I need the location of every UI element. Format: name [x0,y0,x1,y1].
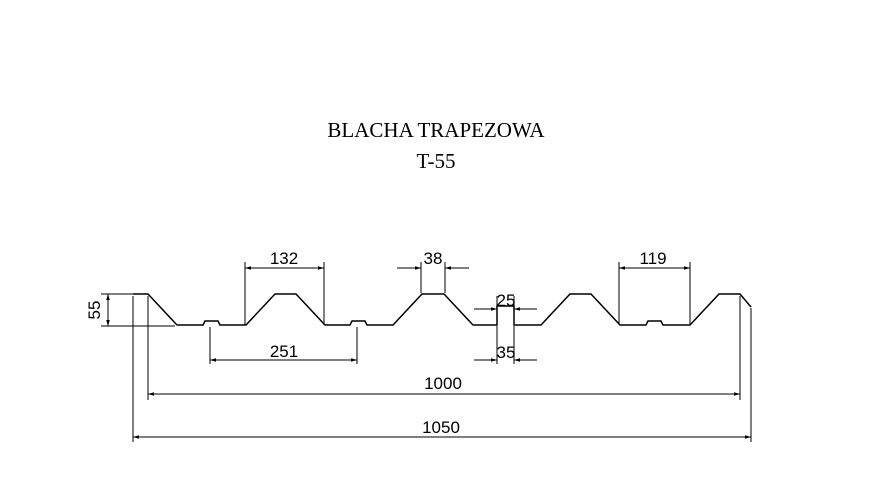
drawing-title: BLACHA TRAPEZOWA [327,118,545,142]
dim-text-35: 35 [497,343,516,362]
drawing-subtitle: T-55 [416,149,456,173]
dim-text-251: 251 [270,342,298,361]
dim-text-1000: 1000 [424,374,462,393]
dim-text-119: 119 [639,249,666,268]
dimension-lines [106,266,751,439]
dim-text-1050: 1050 [422,418,460,437]
dim-text-25: 25 [497,291,516,310]
sheet-profile [133,293,752,326]
dim-text-55: 55 [85,301,104,320]
dim-text-38: 38 [424,249,443,268]
dim-text-132: 132 [270,249,298,268]
extension-lines [101,262,752,442]
